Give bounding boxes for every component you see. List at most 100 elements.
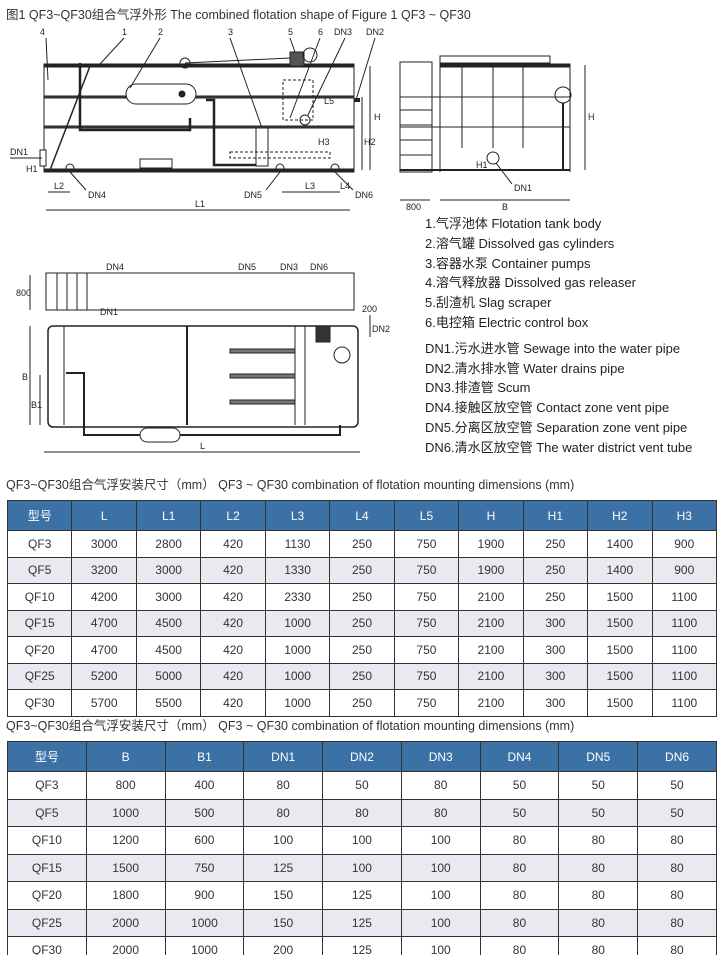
table-cell: 2000 [85,908,166,937]
table-cell: 100 [322,826,402,855]
legend-item: 5.刮渣机 Slag scraper [425,295,552,311]
label-b: B [22,372,28,382]
label-h1: H1 [476,160,488,170]
model-cell: QF15 [7,853,87,882]
table-cell: 125 [322,936,402,955]
table-cell: 750 [393,609,460,637]
table-cell: 100 [400,908,481,937]
table-cell: 50 [479,798,560,827]
model-cell: QF25 [6,662,73,690]
table-cell: 250 [329,662,395,690]
column-header: DN5 [558,741,639,772]
label-dn2: DN2 [372,324,390,334]
table-cell: 250 [522,556,589,584]
table-cell: 250 [329,636,395,664]
legend-item: DN3.排渣管 Scum [425,380,531,396]
label-6: 6 [318,27,323,37]
table-cell: 1500 [587,636,653,664]
table-cell: 300 [522,689,589,717]
label-h3: H3 [318,137,330,147]
column-header: L3 [264,500,331,531]
label-l4: L4 [340,181,350,191]
model-cell: QF3 [6,530,73,558]
table-cell: 420 [200,530,266,558]
label-h2: H2 [364,137,376,147]
label-800: 800 [16,288,31,298]
table-cell: 80 [479,826,560,855]
legend-item: 4.溶气释放器 Dissolved gas releaser [425,275,636,291]
table-cell: 400 [164,771,245,800]
table-cell: 80 [479,881,560,910]
table-cell: 250 [522,583,589,611]
table-cell: 600 [164,826,245,855]
table-cell: 100 [400,881,481,910]
table-cell: 2100 [458,609,524,637]
column-header: L1 [135,500,202,531]
table-cell: 250 [329,583,395,611]
table-cell: 420 [200,609,266,637]
column-header: H2 [587,500,653,531]
label-h1: H1 [26,164,38,174]
legend-item: DN6.清水区放空管 The water district vent tube [425,439,693,455]
table-cell: 125 [243,853,324,882]
model-cell: QF3 [7,771,87,800]
table-cell: 1100 [651,583,718,611]
model-cell: QF10 [7,826,87,855]
model-cell: QF5 [6,556,73,584]
table-cell: 300 [522,636,589,664]
table-cell: 1000 [264,662,331,690]
legend-item: 6.电控箱 Electric control box [425,314,589,330]
table-cell: 50 [637,798,717,827]
table-cell: 420 [200,689,266,717]
model-cell: QF5 [7,798,87,827]
label-dn3: DN3 [280,262,298,272]
table-cell: 80 [558,908,639,937]
table-cell: 1500 [587,689,653,717]
table-cell: 750 [393,636,460,664]
table-cell: 4700 [71,636,137,664]
table-cell: 1500 [587,662,653,690]
label-l1: L1 [195,199,205,209]
column-header: B [85,741,166,772]
table-cell: 900 [164,881,245,910]
label-dn1: DN1 [100,307,118,317]
label-l2: L2 [54,181,64,191]
column-header: L5 [393,500,460,531]
model-cell: QF20 [7,881,87,910]
table-cell: 80 [243,771,324,800]
legend-item: 1.气浮池体 Flotation tank body [425,216,602,231]
label-5: 5 [288,27,293,37]
table-cell: 100 [400,936,481,955]
table2-caption: QF3~QF30组合气浮安装尺寸（mm） QF3 ~ QF30 combinat… [6,719,575,733]
table-cell: 1000 [264,609,331,637]
table-cell: 80 [558,826,639,855]
table-cell: 250 [329,689,395,717]
column-header: DN2 [322,741,402,772]
column-header: DN1 [243,741,324,772]
table-cell: 1400 [587,556,653,584]
table-cell: 4700 [71,609,137,637]
figure-title: 图1 QF3~QF30组合气浮外形 The combined flotation… [6,8,471,22]
label-200: 200 [362,304,377,314]
label-1: 1 [122,27,127,37]
table-cell: 420 [200,662,266,690]
table-cell: 80 [637,853,717,882]
table-cell: 300 [522,609,589,637]
table-cell: 50 [637,771,717,800]
table-cell: 1100 [651,689,718,717]
table-cell: 1000 [85,798,166,827]
table-cell: 1000 [264,689,331,717]
model-cell: QF15 [6,609,73,637]
legend-item: 3.容器水泵 Container pumps [425,255,591,271]
table-cell: 250 [329,609,395,637]
table-cell: 5700 [71,689,137,717]
column-header: 型号 [6,500,73,531]
